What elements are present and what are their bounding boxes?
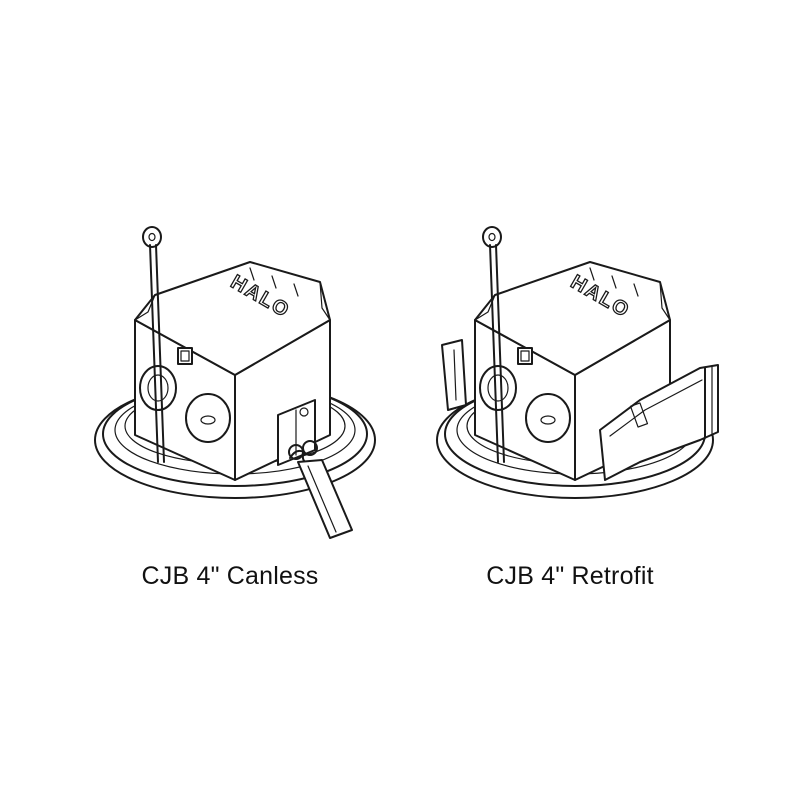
product-canless: HALO CJB 4" Canles	[60, 200, 400, 620]
caption-canless: CJB 4" Canless	[141, 562, 319, 590]
product-retrofit: HALO CJB 4" Retrofit	[400, 200, 740, 620]
retrofit-junction-box-drawing: HALO	[436, 226, 719, 499]
caption-retrofit: CJB 4" Retrofit	[486, 562, 654, 590]
canless-junction-box-drawing: HALO	[94, 226, 376, 539]
